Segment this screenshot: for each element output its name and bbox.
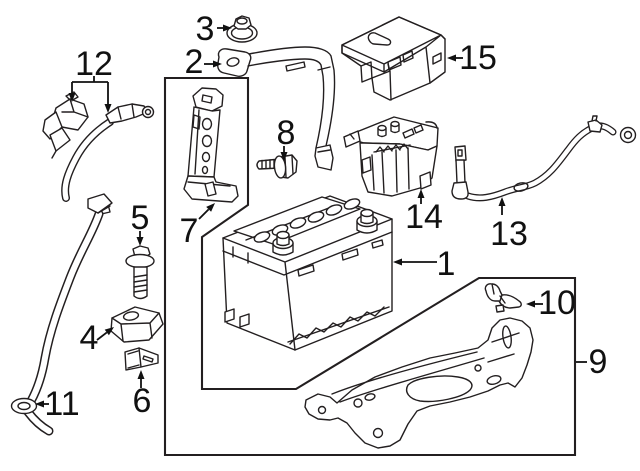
bolt-icon xyxy=(256,154,298,179)
callout-4-arrow xyxy=(96,327,114,341)
callout-4-label: 4 xyxy=(80,319,99,357)
callout-6-label: 6 xyxy=(133,382,152,420)
callout-7-label: 7 xyxy=(180,212,199,250)
callout-6-arrow xyxy=(137,370,145,388)
wing-nut-icon xyxy=(226,15,258,43)
callout-1-arrow xyxy=(393,258,437,266)
callout-2-arrow xyxy=(204,60,222,68)
callout-2-label: 2 xyxy=(185,43,204,81)
flanged-bolt-icon xyxy=(125,245,155,300)
callout-1-label: 1 xyxy=(437,245,456,283)
callout-5-arrow xyxy=(136,231,144,246)
callout-10-arrow xyxy=(526,300,543,308)
callout-13-label: 13 xyxy=(490,215,528,253)
callout-10-label: 10 xyxy=(538,284,576,322)
callout-9-label: 9 xyxy=(589,343,608,381)
callout-11-arrow xyxy=(35,400,49,408)
callout-14-label: 14 xyxy=(405,198,443,236)
battery-icon xyxy=(222,195,393,351)
retainer-clip-icon xyxy=(484,283,522,313)
callout-13-arrow xyxy=(498,197,506,215)
display-case-outline xyxy=(163,76,577,457)
fuse-block-icon xyxy=(343,116,439,197)
callout-12-label: 12 xyxy=(75,45,113,83)
positive-battery-cable-icon xyxy=(451,115,637,202)
callout-15-arrow xyxy=(447,54,463,62)
hold-down-clamp-icon xyxy=(110,306,164,343)
angle-bracket-icon xyxy=(124,347,159,371)
hold-down-rod-icon xyxy=(217,46,336,171)
fuse-block-cover-icon xyxy=(341,16,446,101)
battery-tray-icon xyxy=(304,317,534,449)
negative-battery-cable-icon xyxy=(42,91,155,214)
callout-15-label: 15 xyxy=(459,39,497,77)
callout-8-label: 8 xyxy=(277,114,296,152)
callout-3-arrow xyxy=(217,24,232,32)
support-bracket-icon xyxy=(183,87,239,203)
callout-5-label: 5 xyxy=(131,199,150,237)
callout-3-label: 3 xyxy=(196,10,215,48)
callout-7-arrow xyxy=(198,203,215,220)
callout-8-arrow xyxy=(280,146,288,161)
vent-tube-icon xyxy=(10,203,111,436)
callout-11-label: 11 xyxy=(44,385,79,423)
callout-14-arrow xyxy=(417,189,425,204)
callout-12-arrows xyxy=(68,76,112,113)
